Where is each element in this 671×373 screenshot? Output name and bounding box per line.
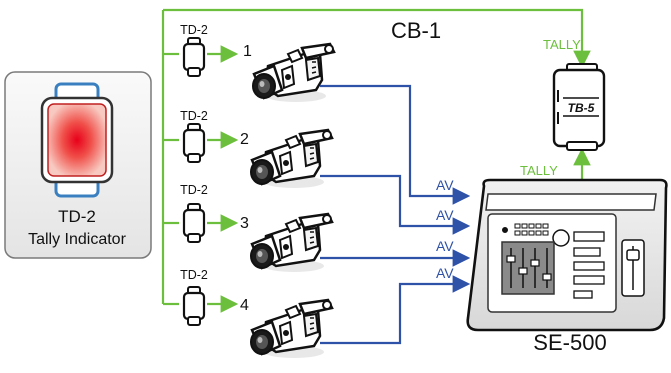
small-indicator-icon (182, 285, 206, 327)
tally-wiring (161, 8, 591, 313)
camcorder-icon (249, 212, 334, 274)
camcorder-icon (251, 42, 336, 104)
fader-bank (501, 241, 555, 295)
tally-out-label: TALLY (520, 163, 558, 178)
bus-label: CB-1 (391, 18, 441, 43)
indicator-label: TD-2 (180, 109, 208, 123)
small-indicator-icon (182, 202, 206, 244)
camera-number: 1 (243, 43, 252, 60)
camera-2: 2 (240, 128, 334, 190)
indicator-card: TD-2 Tally Indicator (4, 71, 152, 259)
indicator-2: TD-2 (180, 109, 208, 164)
small-indicator-icon (182, 122, 206, 164)
camcorder-icon (249, 298, 334, 360)
indicator-label: TD-2 (180, 268, 208, 282)
indicator-4: TD-2 (180, 268, 208, 327)
camera-number: 3 (240, 215, 249, 232)
av-line-1 (320, 84, 471, 205)
camera-1: 1 (243, 42, 336, 104)
indicator-card-name: TD-2 (58, 207, 96, 226)
indicator-3: TD-2 (180, 183, 208, 244)
av-label-3: AV (436, 238, 454, 254)
av-label-1: AV (436, 177, 454, 193)
switcher: SE-500 (466, 178, 668, 355)
switcher-name: SE-500 (533, 330, 606, 355)
cb1-bus-line (163, 8, 591, 69)
indicator-label: TD-2 (180, 23, 208, 37)
camcorder-icon (249, 128, 334, 190)
small-indicator-icon (182, 36, 206, 78)
indicator-card-subtitle: Tally Indicator (28, 231, 126, 248)
camera-3: 3 (240, 212, 334, 274)
tally-indicator-icon (40, 82, 114, 198)
tally-box: TALLY TB-5 TALLY (520, 37, 606, 178)
indicator-label: TD-2 (180, 183, 208, 197)
av-wiring (320, 84, 471, 345)
av-line-4 (320, 275, 471, 345)
indicator-1: TD-2 (180, 23, 208, 78)
tally-box-name: TB-5 (568, 101, 595, 115)
av-label-4: AV (436, 265, 454, 281)
camera-number: 4 (240, 297, 249, 314)
tally-in-label: TALLY (543, 37, 581, 52)
av-label-2: AV (436, 207, 454, 223)
camera-4: 4 (240, 297, 334, 360)
camera-number: 2 (240, 131, 249, 148)
av-line-2 (320, 174, 471, 235)
